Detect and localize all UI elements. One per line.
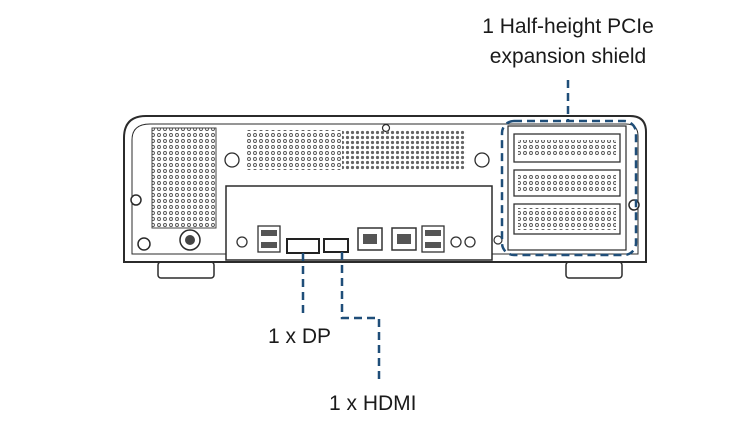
usb-stack-2-bottom bbox=[425, 242, 441, 248]
lan-port-1-socket bbox=[363, 234, 377, 244]
top-vent-light bbox=[246, 130, 342, 170]
pcie-label-line1: 1 Half-height PCIe bbox=[482, 15, 654, 38]
hdmi-port-label: 1 x HDMI bbox=[329, 392, 417, 415]
audio-jack-left bbox=[236, 236, 248, 248]
pcie-slot-cover-2-vent bbox=[518, 175, 616, 191]
right-screw bbox=[628, 199, 640, 211]
pcie-slot-cover-3-vent bbox=[518, 208, 616, 230]
lan-port-2-socket bbox=[397, 234, 411, 244]
right-led-indicator bbox=[474, 152, 490, 168]
audio-jack-1 bbox=[450, 236, 462, 248]
usb-stack-1-top bbox=[261, 230, 277, 236]
left-led-indicator bbox=[224, 152, 240, 168]
ground-screw bbox=[137, 237, 151, 251]
displayport bbox=[286, 238, 320, 254]
usb-stack-2-top bbox=[425, 230, 441, 236]
right-foot bbox=[565, 261, 623, 279]
hdmi-callout-leader bbox=[340, 252, 381, 384]
top-vent-dark bbox=[342, 130, 466, 170]
audio-jack-2 bbox=[464, 236, 476, 248]
usb-stack-1-bottom bbox=[261, 242, 277, 248]
io-plate-screw bbox=[493, 235, 503, 245]
left-screw bbox=[130, 194, 142, 206]
pcie-expansion-label: 1 Half-height PCIe expansion shield bbox=[436, 12, 700, 72]
power-connector-inner bbox=[185, 235, 195, 245]
left-vent bbox=[151, 127, 217, 229]
usb-stack-1 bbox=[257, 225, 281, 253]
pcie-label-line2: expansion shield bbox=[489, 45, 647, 68]
usb-stack-2 bbox=[421, 225, 445, 253]
left-foot bbox=[157, 261, 215, 279]
pcie-slot-cover-1-vent bbox=[518, 140, 616, 156]
dp-port-label: 1 x DP bbox=[268, 325, 332, 348]
hdmi-port bbox=[323, 238, 349, 253]
